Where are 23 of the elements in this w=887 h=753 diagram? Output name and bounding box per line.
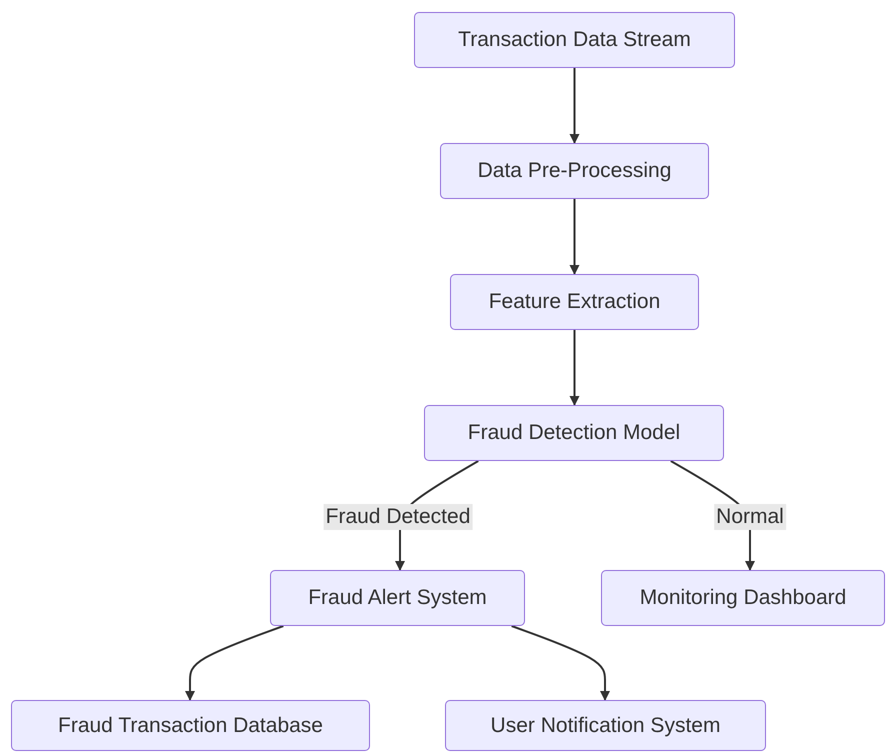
arrow [570,68,580,144]
node-label: Fraud Detection Model [468,421,680,445]
node-label: Transaction Data Stream [458,28,691,52]
edge-label: Fraud Detected [324,504,472,530]
process-box [601,570,885,626]
edge-label: Normal [714,504,786,530]
process-box [270,570,525,626]
process-box [414,12,735,68]
process-box [450,274,699,330]
node-label: Feature Extraction [488,290,660,314]
node-label: Monitoring Dashboard [640,586,846,610]
arrow [570,330,580,406]
arrow [570,199,580,275]
process-box [440,143,709,199]
node-label: User Notification System [490,714,720,738]
process-box [424,405,724,461]
arrow [185,625,284,701]
node-label: Fraud Alert System [308,586,487,610]
process-box [445,700,766,751]
process-box [11,700,370,751]
node-label: Fraud Transaction Database [58,714,323,738]
arrow [511,625,610,701]
node-label: Data Pre-Processing [478,159,672,183]
